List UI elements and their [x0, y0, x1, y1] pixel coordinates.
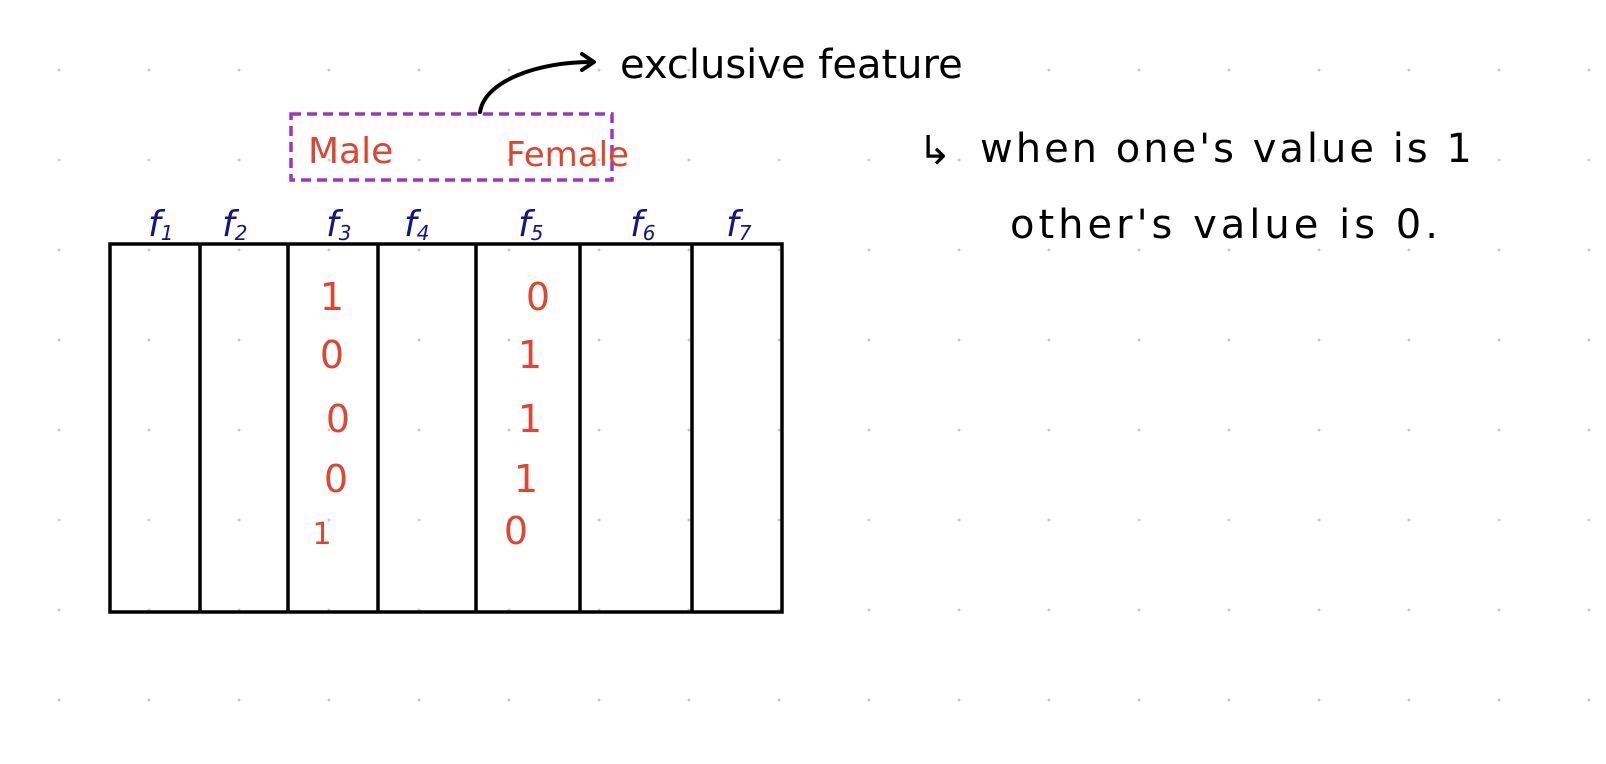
annotation-title: exclusive feature: [620, 42, 963, 88]
f5-value: 1: [518, 333, 542, 377]
feature-header-f1: f1: [148, 204, 173, 245]
male-label: Male: [308, 131, 393, 172]
f3-value: 1: [312, 517, 331, 552]
feature-header-f7: f7: [726, 204, 752, 245]
female-label: Female: [506, 135, 629, 175]
feature-header-f2: f2: [222, 204, 247, 245]
exclusive-group-box: [289, 112, 614, 182]
hook-arrow-icon: ↳: [918, 128, 952, 174]
f5-values: 0 1 1 1 0: [504, 275, 550, 553]
f3-values: 1 0 0 0 1: [312, 275, 350, 552]
feature-header-f3: f3: [326, 204, 351, 245]
f5-value: 0: [526, 275, 550, 319]
feature-headers: f1 f2 f3 f4 f5 f6 f7: [148, 204, 752, 245]
feature-table: [108, 242, 784, 614]
f3-value: 0: [324, 457, 348, 501]
f3-value: 0: [326, 397, 350, 441]
feature-header-f5: f5: [518, 204, 543, 245]
f5-value: 0: [504, 509, 528, 553]
f3-value: 1: [320, 275, 344, 319]
f3-value: 0: [320, 333, 344, 377]
table-border: [108, 242, 784, 614]
f5-value: 1: [514, 457, 538, 501]
annotation-arrow: [478, 60, 592, 114]
arrow-head-icon: [580, 52, 596, 72]
feature-header-f4: f4: [404, 204, 429, 245]
feature-header-f6: f6: [630, 204, 655, 245]
annotation-line-1: when one's value is 1: [980, 126, 1475, 172]
f5-value: 1: [518, 397, 542, 441]
annotation-line-2: other's value is 0.: [1010, 202, 1442, 248]
